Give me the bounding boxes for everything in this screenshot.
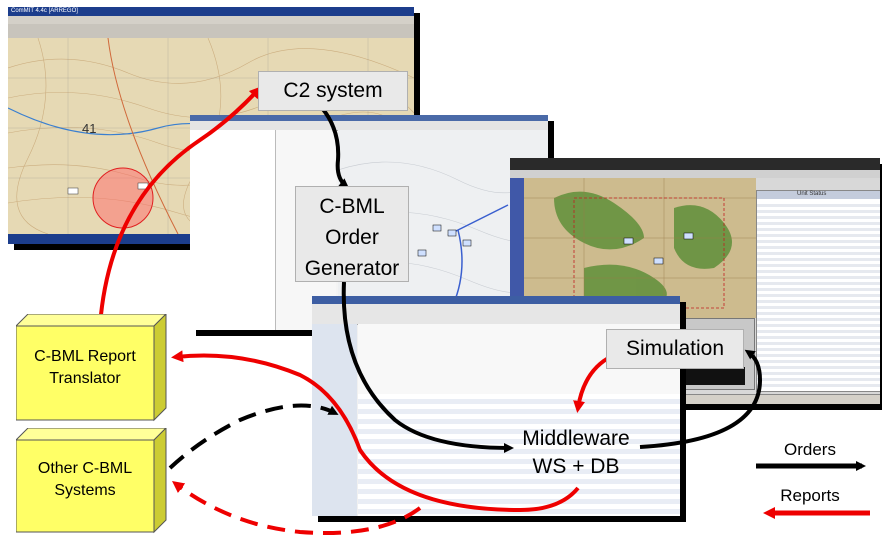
arrow-translator-to-c2: [98, 86, 262, 326]
order-generator-line1: C-BML: [319, 195, 385, 218]
grid-label: 41: [82, 121, 96, 136]
arrow-c2-to-generator: [320, 106, 350, 189]
middleware-line1: Middleware: [522, 427, 630, 450]
c2-system-text: C2 system: [283, 79, 383, 102]
order-generator-label: C-BML Order Generator: [295, 186, 409, 282]
arrow-middleware-to-translator: [171, 350, 580, 513]
legend-reports-label: Reports: [780, 486, 840, 505]
unit-status-panel: Unit Status: [756, 190, 880, 392]
middleware-label: Middleware WS + DB: [508, 425, 644, 481]
menu-bar: [510, 170, 880, 178]
c2-system-label: C2 system: [258, 71, 408, 111]
tree-panel: [190, 130, 276, 330]
window-titlebar: ComMIT 4.4c [ARREGO]: [8, 7, 414, 16]
simulation-text: Simulation: [625, 337, 725, 360]
report-translator-label: C-BML Report Translator: [16, 346, 154, 390]
order-generator-line3: Generator: [304, 257, 400, 280]
report-translator-box: [16, 314, 167, 422]
report-translator-line1: C-BML Report: [34, 348, 136, 365]
window-titlebar: [190, 115, 548, 121]
order-generator-line2: Order: [325, 226, 379, 249]
window-title: ComMIT 4.4c [ARREGO]: [11, 8, 78, 14]
middleware-line2: WS + DB: [532, 455, 620, 478]
simulation-label: Simulation: [606, 329, 744, 369]
taskbar: [510, 394, 880, 404]
arrow-middleware-to-other: [172, 480, 422, 535]
unit-status-title: Unit Status: [797, 191, 827, 197]
window-titlebar: [312, 296, 680, 304]
report-translator-line2: Translator: [49, 370, 121, 387]
side-panel: [312, 324, 357, 516]
unit-status-rows: [757, 201, 880, 389]
other-systems-box: [16, 428, 167, 534]
arrow-other-to-middleware: [168, 403, 339, 470]
data-table: [358, 394, 680, 516]
menu-bar: [8, 16, 414, 24]
other-systems-line2: Systems: [54, 482, 116, 499]
window-titlebar: [510, 158, 880, 170]
tool-palette: [510, 178, 524, 318]
legend-orders-label: Orders: [784, 440, 836, 459]
arrow-generator-to-middleware: [341, 281, 514, 453]
other-systems-line1: Other C-BML: [37, 460, 133, 477]
unit-status-header: Unit Status: [757, 191, 880, 199]
arrow-middleware-to-simulation: [639, 349, 763, 449]
other-systems-label: Other C-BML Systems: [16, 458, 154, 502]
